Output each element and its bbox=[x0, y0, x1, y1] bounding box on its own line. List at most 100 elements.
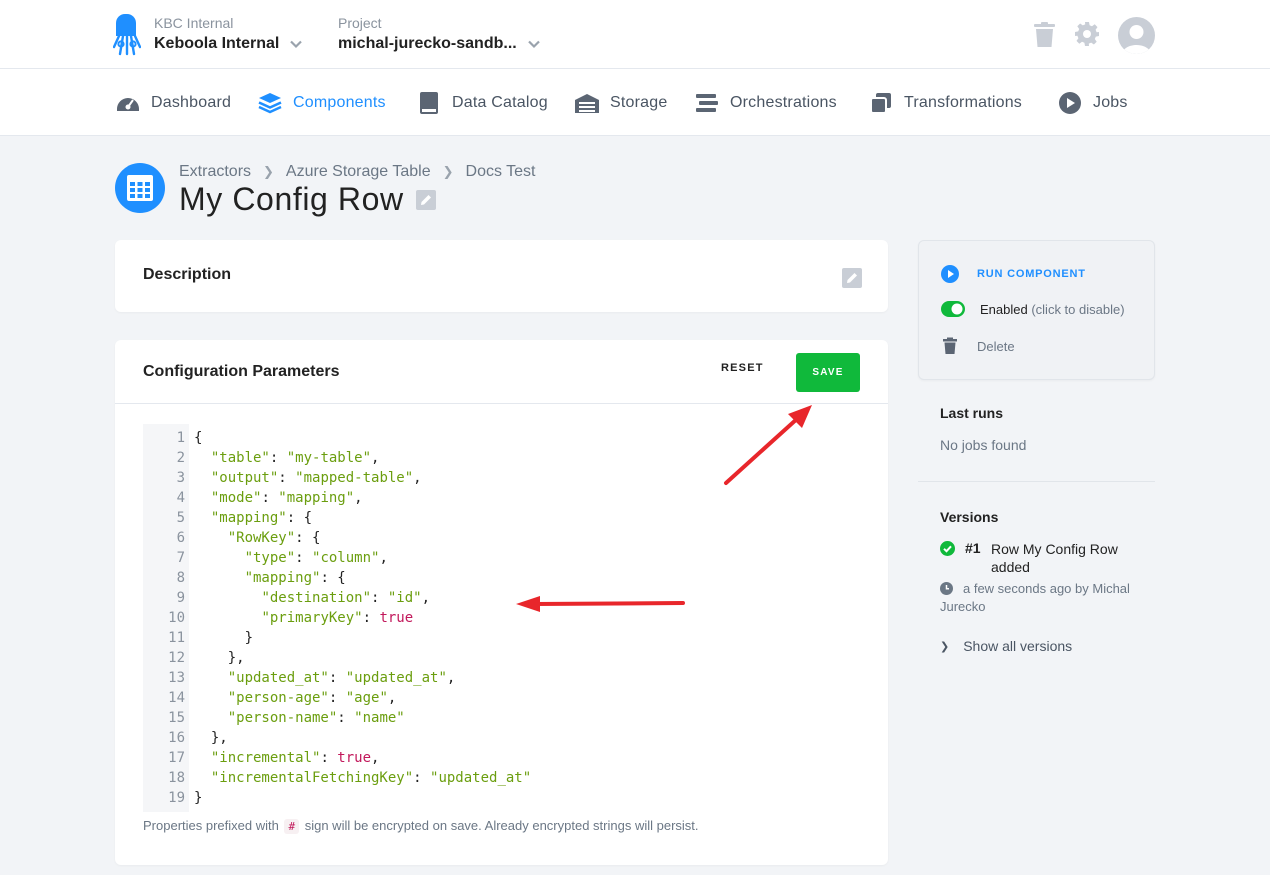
enabled-toggle[interactable]: Enabled (click to disable) bbox=[941, 301, 1125, 317]
breadcrumb-extractors[interactable]: Extractors bbox=[179, 163, 252, 180]
code-line: 3 "output": "mapped-table", bbox=[143, 468, 422, 488]
organization-switcher[interactable]: KBC Internal Keboola Internal bbox=[154, 14, 303, 55]
save-button[interactable]: SAVE bbox=[796, 353, 860, 392]
code-text: }, bbox=[194, 730, 228, 746]
reset-button[interactable]: RESET bbox=[721, 362, 764, 374]
code-line: 9 "destination": "id", bbox=[143, 588, 430, 608]
nav-item-transformations[interactable]: Transformations bbox=[868, 69, 1022, 136]
code-text: "person-name": "name" bbox=[227, 710, 405, 726]
last-runs-title: Last runs bbox=[940, 405, 1004, 421]
line-number: 10 bbox=[168, 610, 185, 626]
code-line: 17 "incremental": true, bbox=[143, 748, 379, 768]
organization-label: KBC Internal bbox=[154, 15, 234, 31]
clock-icon bbox=[940, 582, 953, 595]
nav-item-data-catalog[interactable]: Data Catalog bbox=[416, 69, 548, 136]
line-number: 3 bbox=[176, 470, 185, 486]
delete-button[interactable]: Delete bbox=[941, 337, 1015, 355]
transformations-icon bbox=[870, 92, 891, 114]
version-text-2: added bbox=[991, 559, 1030, 575]
version-meta-text: a few seconds ago by Michal bbox=[963, 581, 1130, 596]
delete-label: Delete bbox=[977, 338, 1015, 354]
orchestrations-icon bbox=[696, 93, 718, 112]
edit-title-icon[interactable] bbox=[415, 189, 436, 210]
code-text: { bbox=[194, 430, 203, 446]
run-component-label: RUN COMPONENT bbox=[977, 268, 1086, 280]
line-number: 13 bbox=[168, 670, 185, 686]
user-avatar[interactable] bbox=[1118, 17, 1155, 54]
keboola-logo-icon[interactable] bbox=[113, 14, 141, 56]
hint-text: Properties prefixed with bbox=[143, 818, 279, 833]
breadcrumb-config[interactable]: Docs Test bbox=[465, 163, 536, 180]
configuration-card: Configuration Parameters RESET SAVE 1 {2 … bbox=[115, 340, 888, 865]
nav-label: Dashboard bbox=[151, 93, 232, 111]
project-label: Project bbox=[338, 15, 382, 31]
breadcrumb-component[interactable]: Azure Storage Table bbox=[285, 163, 431, 180]
chevron-right-icon: ❯ bbox=[940, 640, 950, 653]
breadcrumb: Extractors ❯ Azure Storage Table ❯ Docs … bbox=[179, 163, 535, 181]
code-text: } bbox=[194, 790, 203, 806]
nav-label: Jobs bbox=[1093, 93, 1128, 111]
edit-description-icon[interactable] bbox=[842, 268, 862, 288]
code-text: "primaryKey": true bbox=[261, 610, 414, 626]
divider bbox=[918, 481, 1155, 482]
project-switcher[interactable]: Project michal-jurecko-sandb... bbox=[338, 14, 541, 55]
run-component-button[interactable]: RUN COMPONENT bbox=[941, 265, 1086, 283]
version-entry[interactable]: #1 Row My Config Row added bbox=[940, 540, 1118, 576]
code-line: 6 "RowKey": { bbox=[143, 528, 321, 548]
code-line: 7 "type": "column", bbox=[143, 548, 388, 568]
line-number: 16 bbox=[168, 730, 185, 746]
line-number: 5 bbox=[176, 510, 185, 526]
gear-icon[interactable] bbox=[1075, 22, 1099, 46]
code-text: "RowKey": { bbox=[227, 530, 321, 546]
show-all-versions-label: Show all versions bbox=[963, 638, 1073, 654]
enabled-label: Enabled (click to disable) bbox=[980, 301, 1125, 317]
line-number: 8 bbox=[176, 570, 185, 586]
page-title: My Config Row bbox=[179, 181, 404, 217]
nav-item-jobs[interactable]: Jobs bbox=[1057, 69, 1128, 136]
line-number: 7 bbox=[176, 550, 185, 566]
code-text: "output": "mapped-table", bbox=[210, 470, 422, 486]
code-line: 4 "mode": "mapping", bbox=[143, 488, 363, 508]
line-number: 12 bbox=[168, 650, 185, 666]
nav-item-dashboard[interactable]: Dashboard bbox=[115, 69, 231, 136]
code-text: "table": "my-table", bbox=[210, 450, 380, 466]
jobs-icon bbox=[1059, 91, 1081, 114]
check-circle-icon bbox=[940, 541, 955, 556]
dashboard-icon bbox=[117, 97, 139, 111]
line-number: 19 bbox=[168, 790, 185, 806]
code-line: 15 "person-name": "name" bbox=[143, 708, 405, 728]
chevron-right-icon: ❯ bbox=[263, 164, 274, 179]
nav-item-storage[interactable]: Storage bbox=[574, 69, 667, 136]
top-bar: KBC Internal Keboola Internal Project mi… bbox=[0, 0, 1270, 69]
actions-panel: RUN COMPONENT Enabled (click to disable)… bbox=[918, 240, 1155, 380]
json-code-editor[interactable]: 1{2 "table": "my-table",3 "output": "map… bbox=[143, 424, 860, 812]
nav-item-components[interactable]: Components bbox=[257, 69, 386, 136]
show-all-versions-link[interactable]: ❯ Show all versions bbox=[940, 638, 1072, 654]
code-line: 5 "mapping": { bbox=[143, 508, 312, 528]
line-number: 17 bbox=[168, 750, 185, 766]
main-navigation: Dashboard Components Data Catalog Storag… bbox=[0, 69, 1270, 136]
last-runs-empty: No jobs found bbox=[940, 437, 1027, 453]
line-number: 11 bbox=[168, 630, 185, 646]
nav-label: Components bbox=[293, 93, 386, 111]
line-number: 1 bbox=[176, 430, 185, 446]
code-line: 14 "person-age": "age", bbox=[143, 688, 396, 708]
nav-item-orchestrations[interactable]: Orchestrations bbox=[694, 69, 837, 136]
versions-title: Versions bbox=[940, 509, 999, 525]
trash-icon[interactable] bbox=[1033, 22, 1056, 47]
code-line: 2 "table": "my-table", bbox=[143, 448, 380, 468]
chevron-down-icon bbox=[290, 40, 303, 49]
code-text: "mapping": { bbox=[210, 510, 313, 526]
code-line: 8 "mapping": { bbox=[143, 568, 346, 588]
configuration-heading: Configuration Parameters bbox=[143, 363, 340, 380]
code-text: "destination": "id", bbox=[261, 590, 431, 606]
version-number: #1 bbox=[965, 540, 981, 556]
organization-name: Keboola Internal bbox=[154, 35, 280, 52]
code-line: 12 }, bbox=[143, 648, 244, 668]
code-line: 10 "primaryKey": true bbox=[143, 608, 413, 628]
encryption-hint: Properties prefixed with # sign will be … bbox=[143, 818, 699, 834]
hint-code: # bbox=[284, 819, 300, 834]
line-number: 2 bbox=[176, 450, 185, 466]
table-grid-icon bbox=[127, 175, 153, 201]
